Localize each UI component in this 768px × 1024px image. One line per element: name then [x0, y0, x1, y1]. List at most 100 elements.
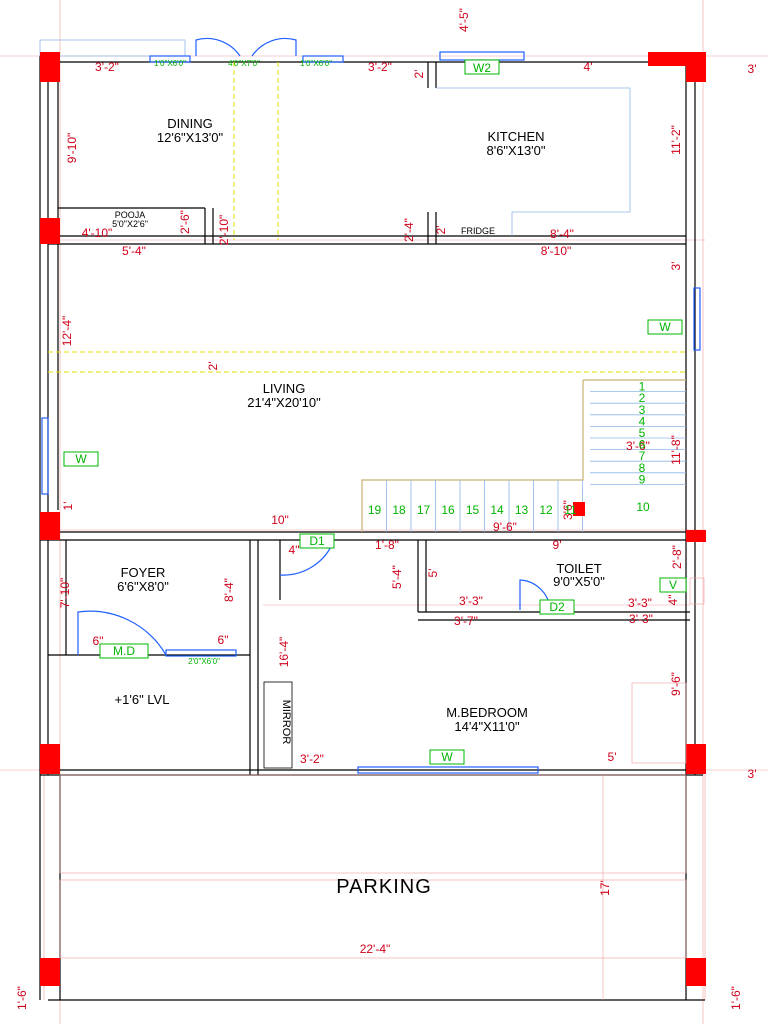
dim-foyer-6a: 6" — [93, 634, 104, 648]
foyer-size: 6'6"X8'0" — [117, 579, 169, 594]
level-label: +1'6" LVL — [115, 692, 170, 707]
w-bedroom-label: W — [441, 750, 453, 764]
dim-top-dining-right: 3'-2" — [368, 60, 392, 74]
window-right-size: 1'0"X6'0" — [300, 59, 332, 68]
stair-number: 17 — [417, 503, 431, 517]
main-door-leaf-left — [195, 37, 241, 57]
dim-dining-height: 9'-10" — [65, 133, 79, 164]
living-name: LIVING — [263, 381, 306, 396]
bedroom-name: M.BEDROOM — [446, 705, 528, 720]
d2-label: D2 — [549, 600, 565, 614]
dim-toilet-width: 9' — [553, 538, 562, 552]
window-dining-right — [302, 55, 344, 63]
dim-parking-depth: 17' — [598, 880, 612, 896]
column — [573, 502, 585, 516]
stair-landing-number: 10 — [636, 500, 650, 514]
dining-size: 12'6"X13'0" — [157, 130, 224, 145]
column — [686, 958, 706, 986]
stair-number: 14 — [490, 503, 504, 517]
stair-number: 5 — [639, 426, 646, 440]
kitchen-counter — [436, 87, 631, 236]
dim-foyer-top: 10" — [271, 513, 289, 527]
dim-living-left-w: 5'-4" — [122, 244, 146, 258]
dim-living-right-top: 3' — [669, 262, 683, 271]
stair-number: 8 — [639, 461, 646, 475]
stair-number: 18 — [392, 503, 406, 517]
stair-number: 12 — [539, 503, 553, 517]
dim-top-gap: 2' — [412, 70, 426, 79]
dim-kitchen-ledge-b: 2' — [434, 226, 448, 235]
dim-bedroom-height: 16'-4" — [277, 637, 291, 668]
stair-number: 11 — [564, 503, 577, 517]
kitchen-size: 8'6"X13'0" — [486, 143, 545, 158]
column — [40, 744, 60, 774]
toilet-size: 9'0"X5'0" — [553, 574, 605, 589]
dim-toilet-b1: 3'-3" — [459, 594, 483, 608]
mirror-panel — [263, 681, 293, 769]
dim-foyer-door: 4" — [289, 543, 300, 557]
mirror-label: MIRROR — [280, 700, 292, 745]
dim-kitchen-width: 8'-10" — [541, 244, 572, 258]
dim-pooja-width: 4'-10" — [82, 226, 113, 240]
dim-stair-height: 11'-8" — [669, 435, 683, 465]
living-size: 21'4"X20'10" — [247, 395, 321, 410]
foyer-name: FOYER — [121, 565, 166, 580]
window-dining-left — [149, 55, 191, 63]
w-living-right-label: W — [659, 320, 671, 334]
stair-number: 9 — [639, 472, 646, 486]
column — [40, 52, 60, 82]
window-living-left — [41, 417, 49, 495]
dim-toilet-b3: 3'-7" — [454, 614, 478, 628]
column — [686, 52, 706, 82]
dim-corner-right: 1'-6" — [729, 986, 743, 1010]
dim-kitchen-counter: 8'-4" — [550, 227, 574, 241]
window-left-size: 1'0"X6'0" — [154, 59, 186, 68]
dim-toilet-b4: 3'-3" — [629, 612, 653, 626]
toilet-name: TOILET — [556, 561, 601, 576]
parking-name: PARKING — [336, 876, 432, 898]
dim-toilet-b2: 3'-3" — [628, 596, 652, 610]
dim-stair-width: 3'-6" — [626, 439, 650, 453]
stair-number: 19 — [368, 503, 382, 517]
stair-number: 4 — [639, 414, 646, 428]
md-size: 2'0"X6'0" — [188, 657, 220, 666]
dim-living-height: 12'-4" — [60, 316, 74, 347]
stair-number: 16 — [441, 503, 455, 517]
column — [40, 512, 60, 540]
door-main-size: 4'0"X7'0" — [228, 59, 260, 68]
beam-lines — [48, 62, 686, 373]
wardrobe — [631, 682, 687, 764]
dim-foyer-6b: 6" — [218, 633, 229, 647]
exterior-walls — [39, 56, 705, 1001]
column — [686, 530, 706, 542]
kitchen-name: KITCHEN — [487, 129, 544, 144]
dim-top-dining-left: 3'-2" — [95, 60, 119, 74]
window-bedroom — [357, 766, 539, 774]
fridge-label: FRIDGE — [461, 226, 495, 236]
dim-bedroom-win-right: 5' — [608, 750, 617, 764]
md-label: M.D — [113, 644, 135, 658]
dim-foyer-height: 7'-10" — [58, 578, 72, 609]
dim-toilet-left-a: 5'-4" — [390, 565, 404, 589]
openings — [41, 37, 705, 774]
dim-toilet-left-b: 5' — [426, 569, 440, 578]
main-door-leaf-right — [251, 37, 297, 57]
dim-corner-left: 1'-6" — [15, 986, 29, 1010]
staircase — [361, 379, 686, 532]
dim-living-left-low: 1' — [61, 502, 75, 511]
column — [686, 744, 706, 774]
columns — [40, 52, 706, 986]
stair-number: 7 — [639, 449, 646, 463]
dim-foyer-side: 8'-4" — [222, 578, 236, 602]
dim-toilet-v: 4" — [666, 595, 680, 606]
dim-bedroom-left: 3'-2" — [300, 752, 324, 766]
dim-kitchen-ledge-a: 2'-4" — [402, 218, 416, 242]
stair-number: 15 — [466, 503, 480, 517]
dim-living-mid: 2' — [206, 362, 220, 371]
dim-stair-step: 3'6" — [561, 500, 575, 520]
window-living-right — [693, 287, 701, 351]
interior-walls — [40, 62, 690, 775]
stair-number: 1 — [639, 380, 646, 394]
